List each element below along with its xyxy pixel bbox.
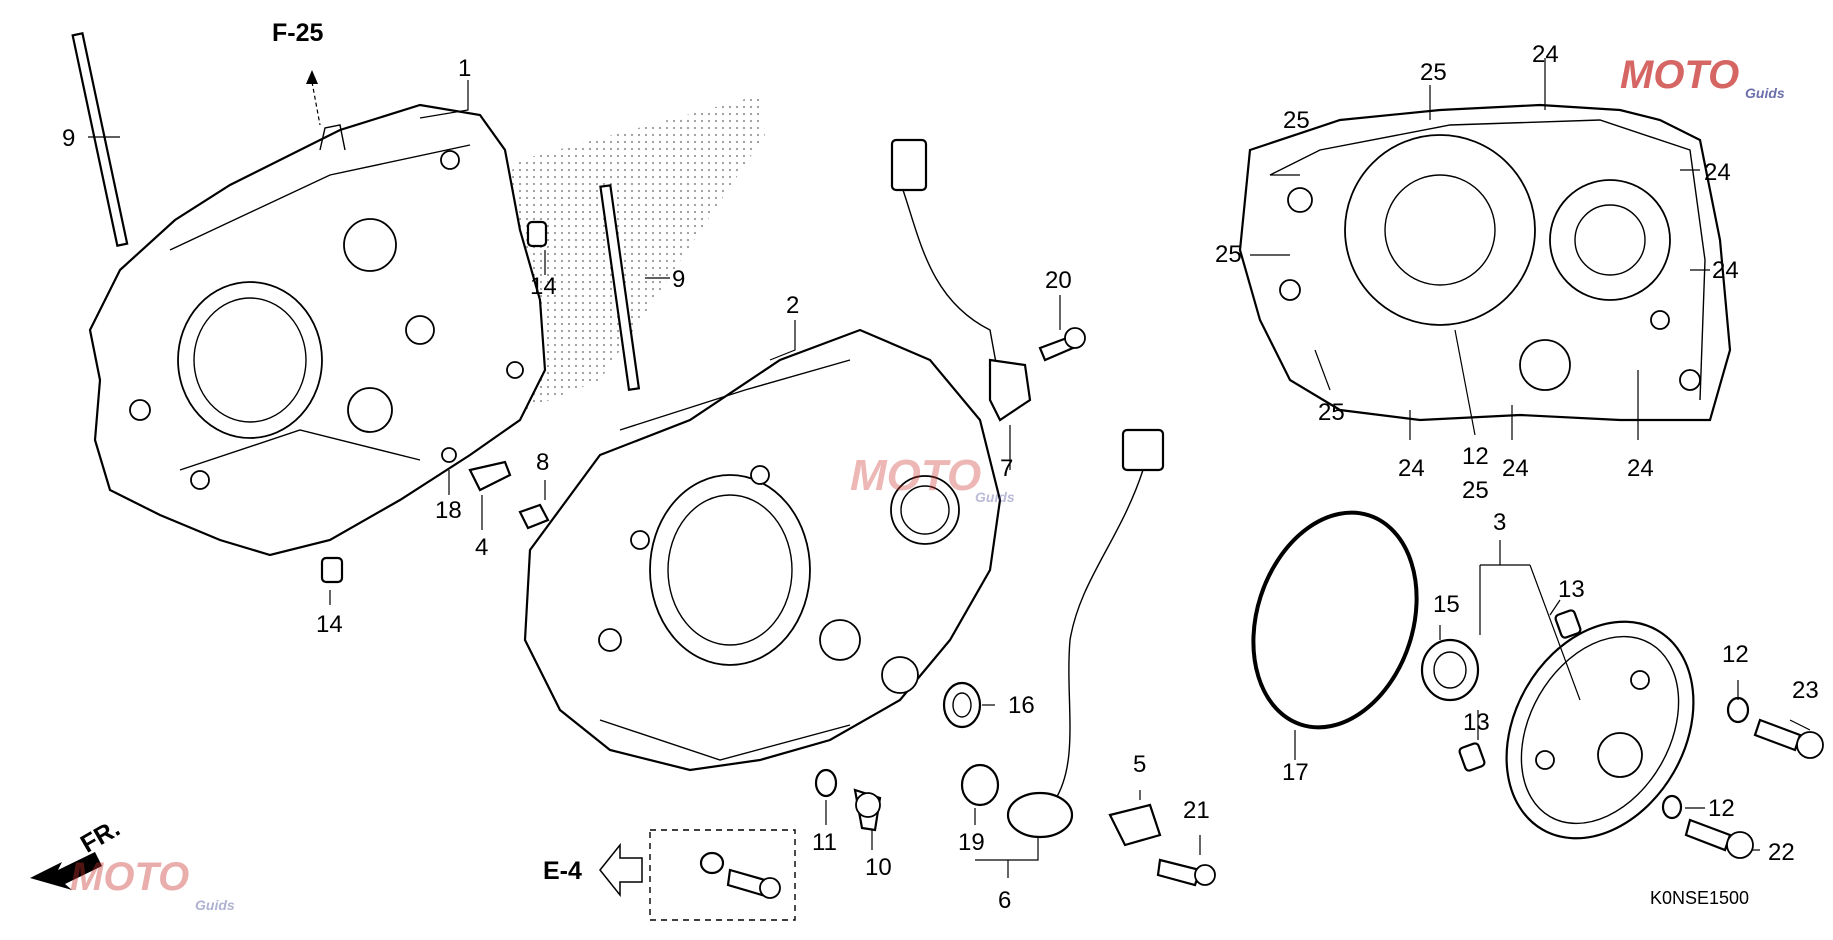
callout-12-right: 12 — [1722, 641, 1749, 668]
callout-17: 17 — [1282, 759, 1309, 786]
bolt-22[interactable] — [1684, 818, 1754, 859]
sensor-7[interactable] — [890, 138, 1032, 422]
plate-5[interactable] — [1108, 803, 1162, 847]
callout-25-c: 25 — [1215, 241, 1242, 268]
gasket[interactable] — [1238, 103, 1732, 422]
harness-6[interactable] — [1006, 428, 1165, 839]
callout-11: 11 — [812, 829, 837, 856]
left-crankcase[interactable] — [88, 103, 547, 557]
callout-13-upper: 13 — [1558, 576, 1585, 603]
svg-text:MOTO: MOTO — [1620, 53, 1739, 97]
callout-16: 16 — [1008, 692, 1035, 719]
callout-24-d: 24 — [1398, 455, 1425, 482]
callout-20: 20 — [1045, 267, 1072, 294]
washer-11[interactable] — [814, 768, 838, 798]
callout-14-upper: 14 — [530, 273, 557, 300]
callout-13-lower: 13 — [1463, 709, 1490, 736]
callout-labels: 1 9 14 9 2 20 7 8 18 4 14 16 11 10 19 6 … — [62, 41, 1819, 914]
svg-text:Guids: Guids — [1745, 85, 1785, 101]
callout-2: 2 — [786, 292, 799, 319]
callout-4: 4 — [475, 534, 488, 561]
seal-15[interactable] — [1420, 638, 1480, 702]
dowel-pin-13-lower[interactable] — [1458, 742, 1486, 772]
callout-1: 1 — [458, 55, 471, 82]
callout-9-center: 9 — [672, 266, 685, 293]
leader-lines — [88, 58, 1811, 878]
callout-14-lower: 14 — [316, 611, 343, 638]
callout-9-left: 9 — [62, 125, 75, 152]
stud-bolt-left[interactable] — [71, 32, 129, 248]
watermark-center: MOTO Guids — [850, 451, 1015, 505]
e4-arrow — [599, 842, 643, 898]
callout-12-gasket: 12 — [1462, 443, 1489, 470]
callout-24-f: 24 — [1627, 455, 1654, 482]
callout-25-b: 25 — [1283, 107, 1310, 134]
callout-8: 8 — [536, 449, 549, 476]
washer-12-upper[interactable] — [1726, 696, 1750, 724]
right-crankcase[interactable] — [523, 328, 1002, 772]
callout-18: 18 — [435, 497, 462, 524]
ref-front: FR. — [76, 814, 125, 858]
svg-text:Guids: Guids — [975, 489, 1015, 505]
callout-24-e: 24 — [1502, 455, 1529, 482]
watermark-bottom-left: MOTO Guids — [70, 855, 235, 913]
callout-25-e: 25 — [1462, 477, 1489, 504]
bolt-20[interactable] — [1038, 327, 1086, 362]
o-ring-17[interactable] — [1227, 491, 1443, 748]
ref-e4: E-4 — [543, 857, 582, 885]
callout-24-a: 24 — [1532, 41, 1559, 68]
callout-21: 21 — [1183, 797, 1210, 824]
washer-18[interactable] — [441, 447, 457, 463]
callout-22: 22 — [1768, 839, 1795, 866]
bolt-21[interactable] — [1156, 858, 1216, 887]
f25-arrow — [306, 70, 321, 126]
callout-24-c: 24 — [1712, 257, 1739, 284]
callout-5: 5 — [1133, 751, 1146, 778]
bolt-8[interactable] — [518, 503, 550, 530]
watermark-top-right: MOTO Guids — [1620, 53, 1785, 101]
o-ring-19[interactable] — [960, 763, 1000, 807]
svg-text:MOTO: MOTO — [850, 451, 981, 500]
callout-23: 23 — [1792, 677, 1819, 704]
washer-12-lower[interactable] — [1661, 794, 1683, 820]
pump-cover-3[interactable] — [1469, 588, 1731, 872]
callout-24-b: 24 — [1704, 159, 1731, 186]
callout-7: 7 — [1000, 455, 1013, 482]
front-arrow — [30, 852, 102, 890]
ref-f25: F-25 — [272, 19, 324, 47]
seal-16[interactable] — [942, 681, 982, 729]
svg-text:MOTO: MOTO — [70, 855, 189, 899]
svg-text:Guids: Guids — [195, 897, 235, 913]
bolt-23[interactable] — [1753, 718, 1824, 759]
callout-25-d: 25 — [1318, 399, 1345, 426]
callout-3: 3 — [1493, 509, 1506, 536]
callout-12-lower: 12 — [1708, 795, 1735, 822]
inset-box — [649, 829, 796, 921]
bolt-10[interactable] — [853, 788, 882, 832]
dowel-pin-lower[interactable] — [320, 556, 344, 584]
diagram-code: K0NSE1500 — [1650, 888, 1749, 908]
callout-15: 15 — [1433, 591, 1460, 618]
dowel-pin-upper[interactable] — [526, 220, 548, 248]
callout-19: 19 — [958, 829, 985, 856]
dowel-pin-13-upper[interactable] — [1554, 609, 1582, 639]
callout-6: 6 — [998, 887, 1011, 914]
oil-jet-4[interactable] — [468, 460, 512, 492]
callout-25-a: 25 — [1420, 59, 1447, 86]
stud-bolt-center[interactable] — [599, 184, 641, 391]
callout-10: 10 — [865, 854, 892, 881]
